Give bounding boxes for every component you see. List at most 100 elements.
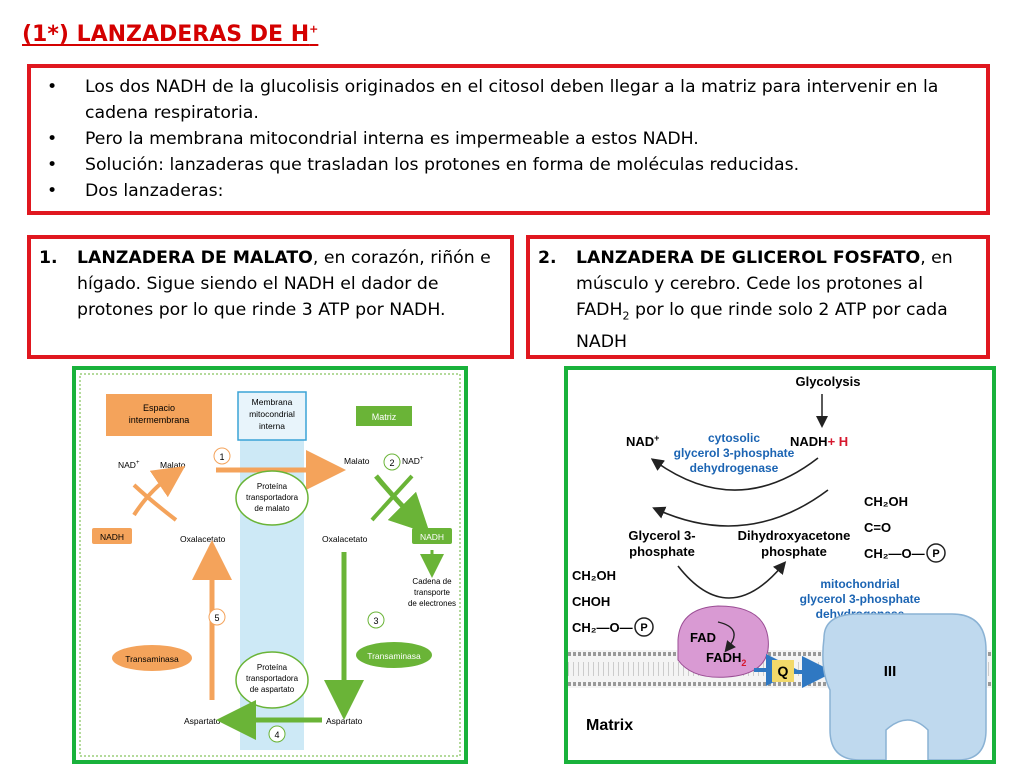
oxal-right: Oxalacetato bbox=[322, 534, 368, 544]
svg-text:phosphate: phosphate bbox=[761, 544, 827, 559]
right-curve-arrow bbox=[374, 474, 431, 535]
item-number: 1. bbox=[39, 248, 58, 268]
dhap-reduction-arrow bbox=[652, 489, 829, 527]
svg-text:CH₂OH: CH₂OH bbox=[864, 494, 908, 509]
svg-text:Cadena de: Cadena de bbox=[412, 577, 452, 586]
nad-right: NAD+ bbox=[402, 456, 424, 466]
svg-text:Proteína: Proteína bbox=[257, 482, 288, 491]
svg-text:C=O: C=O bbox=[864, 520, 891, 535]
svg-text:P: P bbox=[932, 548, 939, 560]
malate-transporter bbox=[235, 470, 309, 526]
svg-text:dehydrogenase: dehydrogenase bbox=[690, 461, 779, 475]
malate-shuttle-box: 1. LANZADERA DE MALATO, en corazón, riñó… bbox=[27, 235, 514, 359]
svg-text:2: 2 bbox=[389, 458, 394, 468]
svg-text:Dihydroxyacetone: Dihydroxyacetone bbox=[738, 528, 851, 543]
glycerol-diagram-frame: Glycolysis NAD+ NADH+ H cytosolic glycer… bbox=[564, 366, 996, 764]
glycolysis-label: Glycolysis bbox=[795, 374, 860, 389]
svg-text:cytosolic: cytosolic bbox=[708, 431, 760, 445]
complex-iii bbox=[822, 613, 987, 760]
g3p-oxidation-arrow bbox=[677, 561, 787, 599]
nad-label: NAD+ bbox=[626, 433, 659, 449]
asp-right: Aspartato bbox=[326, 716, 363, 726]
fad-reduction-arrow bbox=[717, 621, 736, 653]
malate-diagram-frame: Espacio intermembrana Membrana mitocondr… bbox=[72, 366, 468, 764]
svg-text:glycerol 3-phosphate: glycerol 3-phosphate bbox=[674, 446, 795, 460]
svg-text:CH₂—O—: CH₂—O— bbox=[864, 546, 925, 561]
intermembrane-label-2: intermembrana bbox=[129, 415, 190, 425]
svg-text:FAD: FAD bbox=[690, 630, 716, 645]
svg-text:4: 4 bbox=[274, 730, 279, 740]
svg-text:de aspartato: de aspartato bbox=[250, 685, 295, 694]
malato-left: Malato bbox=[160, 460, 186, 470]
svg-text:de malato: de malato bbox=[254, 504, 290, 513]
step-2-marker bbox=[383, 453, 401, 471]
ubiquinone-label: Q bbox=[778, 663, 789, 679]
nadh-oxidation-arrow bbox=[650, 457, 819, 491]
svg-text:de electrones: de electrones bbox=[408, 599, 456, 608]
svg-text:Transaminasa: Transaminasa bbox=[367, 651, 421, 661]
transaminase-left bbox=[112, 645, 192, 671]
glycerol-shuttle-text: 2. LANZADERA DE GLICEROL FOSFATO, en mús… bbox=[538, 245, 980, 355]
svg-text:CH₂OH: CH₂OH bbox=[572, 568, 616, 583]
phosphate-icon bbox=[926, 543, 946, 563]
malato-right: Malato bbox=[344, 456, 370, 466]
glycerol-diagram: Glycolysis NAD+ NADH+ H cytosolic glycer… bbox=[568, 374, 992, 760]
svg-text:CH₂—O—: CH₂—O— bbox=[572, 620, 633, 635]
fad-enzyme bbox=[677, 605, 769, 678]
step-3-marker bbox=[367, 611, 385, 629]
malate-diagram: Espacio intermembrana Membrana mitocondr… bbox=[79, 373, 461, 757]
nadh-label: NADH+ H bbox=[790, 434, 848, 449]
inner-frame bbox=[79, 373, 461, 757]
svg-text:5: 5 bbox=[214, 613, 219, 623]
aspartate-transporter bbox=[235, 651, 309, 709]
svg-text:Transaminasa: Transaminasa bbox=[125, 654, 179, 664]
matrix-label: Matriz bbox=[372, 412, 397, 422]
svg-text:mitochondrial: mitochondrial bbox=[820, 577, 899, 591]
bullet-icon: • bbox=[47, 155, 58, 175]
svg-text:Glycerol 3-: Glycerol 3- bbox=[628, 528, 695, 543]
nadh-left-box bbox=[92, 528, 132, 544]
svg-text:Proteína: Proteína bbox=[257, 663, 288, 672]
ubiquinone-box bbox=[772, 660, 794, 682]
oxal-left: Oxalacetato bbox=[180, 534, 226, 544]
nadh-right-box bbox=[412, 528, 452, 544]
membrane-label-3: interna bbox=[259, 421, 285, 431]
intro-list: •Los dos NADH de la glucolisis originado… bbox=[45, 74, 976, 204]
membrane-header bbox=[237, 391, 307, 441]
step-4-marker bbox=[268, 725, 286, 743]
membrane-label-2: mitocondrial bbox=[249, 409, 295, 419]
bullet-icon: • bbox=[47, 77, 58, 97]
nadh-left: NADH bbox=[100, 532, 124, 542]
glycerol-shuttle-box: 2. LANZADERA DE GLICEROL FOSFATO, en mús… bbox=[526, 235, 990, 359]
svg-text:phosphate: phosphate bbox=[629, 544, 695, 559]
intro-item: •Solución: lanzaderas que trasladan los … bbox=[45, 152, 976, 178]
intro-item: •Dos lanzaderas: bbox=[45, 178, 976, 204]
intermembrane-header bbox=[106, 394, 212, 436]
step-5-marker bbox=[208, 608, 226, 626]
phosphate-icon bbox=[634, 617, 654, 637]
nadh-right: NADH bbox=[420, 532, 444, 542]
glycerol-shuttle-name: LANZADERA DE GLICEROL FOSFATO bbox=[576, 248, 921, 268]
right-curve-arrow-2 bbox=[370, 474, 414, 522]
fadh2-label: FADH2 bbox=[706, 650, 746, 668]
nad-left: NAD+ bbox=[118, 460, 140, 470]
svg-text:transportadora: transportadora bbox=[246, 493, 299, 502]
item-number: 2. bbox=[538, 248, 557, 268]
left-curve-arrow bbox=[132, 465, 186, 517]
bullet-icon: • bbox=[47, 181, 58, 201]
step-1-marker bbox=[213, 447, 231, 465]
svg-text:1: 1 bbox=[219, 452, 224, 462]
asp-left: Aspartato bbox=[184, 716, 221, 726]
complex-iii-label: III bbox=[884, 663, 897, 680]
transaminase-right bbox=[356, 642, 432, 668]
malate-shuttle-name: LANZADERA DE MALATO bbox=[77, 248, 313, 268]
intro-item: •Pero la membrana mitocondrial interna e… bbox=[45, 126, 976, 152]
malate-shuttle-text: 1. LANZADERA DE MALATO, en corazón, riñó… bbox=[39, 245, 504, 323]
svg-text:glycerol 3-phosphate: glycerol 3-phosphate bbox=[800, 592, 921, 606]
left-curve-arrow-2 bbox=[132, 483, 178, 522]
bullet-icon: • bbox=[47, 129, 58, 149]
intermembrane-label-1: Espacio bbox=[143, 403, 175, 413]
svg-text:CHOH: CHOH bbox=[572, 594, 610, 609]
svg-text:transporte: transporte bbox=[414, 588, 451, 597]
svg-text:transportadora: transportadora bbox=[246, 674, 299, 683]
